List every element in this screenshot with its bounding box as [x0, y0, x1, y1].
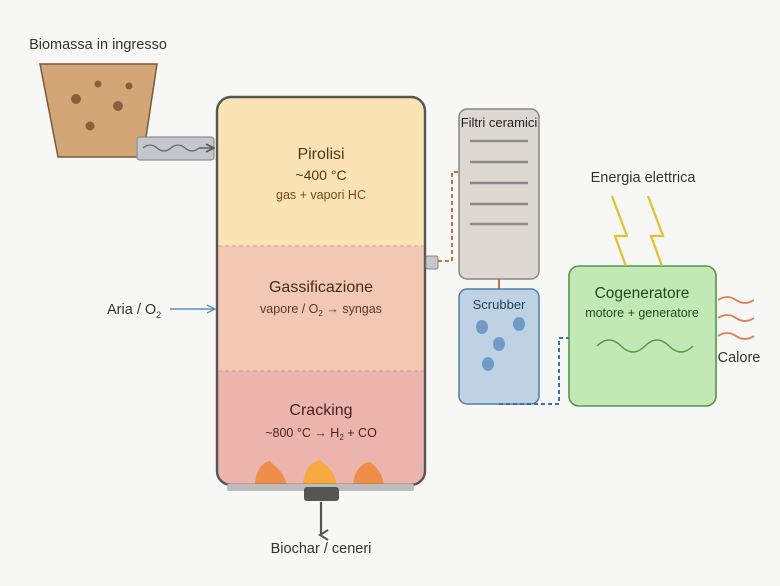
heat-waves-icon — [717, 296, 755, 340]
reactor — [215, 95, 439, 501]
cracking-title: Cracking — [289, 402, 352, 419]
generator-wave-icon — [596, 339, 694, 353]
bubble — [513, 317, 525, 331]
ceramic-filter — [458, 108, 540, 280]
biomass-particle — [113, 101, 123, 111]
chp-subtitle: motore + generatore — [585, 306, 699, 320]
energy-label: Energia elettrica — [591, 170, 697, 186]
flame-icon — [255, 461, 287, 485]
flames — [255, 460, 384, 485]
biomass-particle — [94, 80, 102, 88]
cracking-note: ~800 °C → H2 + CO — [265, 426, 377, 442]
biomass-in-label: Biomassa in ingresso — [29, 37, 167, 53]
biomass-particle — [125, 82, 133, 90]
heat-label: Calore — [718, 350, 761, 366]
bubble — [482, 357, 494, 371]
ash-outlet — [304, 487, 339, 501]
pyrolysis-temp: ~400 °C — [295, 167, 346, 183]
screw-conveyor — [136, 136, 214, 161]
filter-label: Filtri ceramici — [461, 115, 538, 130]
lightning-icon — [610, 195, 629, 267]
bubble — [493, 337, 505, 351]
flame-icon — [303, 460, 337, 485]
gas-outlet-nozzle — [425, 255, 439, 270]
zone-gasification — [217, 246, 425, 371]
scrubber-label: Scrubber — [473, 297, 526, 312]
biomass-particle — [71, 94, 81, 104]
lightning-icon — [646, 195, 665, 267]
flame-icon — [353, 462, 384, 485]
pyrolysis-title: Pirolisi — [297, 146, 344, 163]
pyrolysis-note: gas + vapori HC — [276, 188, 366, 202]
clean-gas-line — [499, 337, 569, 405]
gasification-title: Gassificazione — [269, 279, 373, 296]
biomass-particle — [85, 121, 95, 131]
cogenerator — [568, 265, 717, 407]
syngas-line — [438, 171, 459, 262]
gasification-note: vapore / O2 → syngas — [260, 302, 382, 318]
scrubber — [458, 288, 540, 405]
biochar-label: Biochar / ceneri — [271, 541, 372, 557]
chp-title: Cogeneratore — [595, 285, 690, 302]
zone-pyrolysis — [217, 97, 425, 246]
air-o2-label: Aria / O2 — [107, 302, 161, 320]
bubble — [476, 320, 488, 334]
